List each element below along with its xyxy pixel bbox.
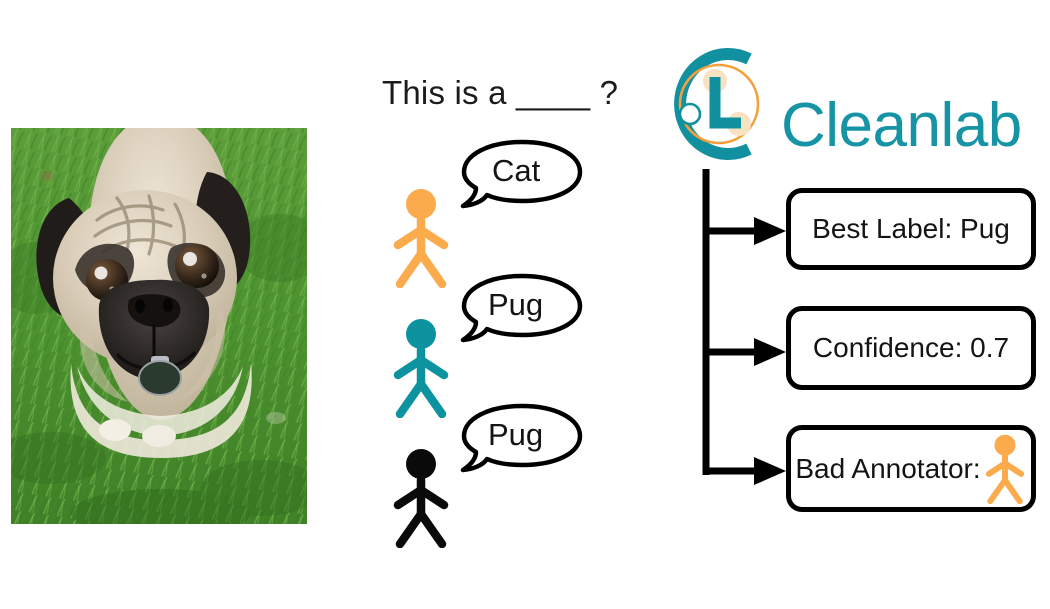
output-best-label-text: Best Label: Pug	[812, 213, 1010, 244]
stick-figure-teal	[393, 319, 449, 418]
dog-photo	[11, 128, 307, 524]
speech-bubble-1-text: Cat	[492, 153, 541, 188]
speech-bubble-1	[460, 139, 583, 209]
output-confidence-text: Confidence: 0.7	[812, 332, 1010, 363]
bad-annotator-content: Bad Annotator:	[795, 434, 1026, 504]
stick-figure-black	[393, 449, 449, 548]
speech-bubble-2	[460, 273, 583, 343]
output-box-best-label: Best Label: Pug	[786, 188, 1036, 270]
brand-name: Cleanlab	[781, 91, 1022, 160]
speech-bubble-2-text: Pug	[488, 287, 544, 322]
speech-bubble-3-text: Pug	[488, 417, 544, 452]
stick-figure-orange	[393, 189, 449, 288]
cleanlab-logo-icon	[674, 48, 760, 160]
output-box-confidence: Confidence: 0.7	[786, 306, 1036, 390]
page-title: This is a ____ ?	[382, 74, 619, 111]
orange-stick-figure-icon	[985, 434, 1024, 504]
connector-arrows	[702, 169, 786, 485]
output-bad-annotator-text: Bad Annotator:	[795, 452, 981, 484]
output-box-bad-annotator: Bad Annotator:	[786, 425, 1036, 512]
speech-bubble-3	[460, 403, 583, 473]
